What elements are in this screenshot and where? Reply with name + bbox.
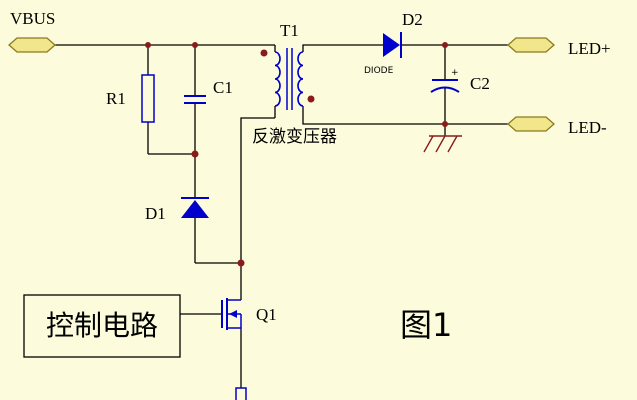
figure-title: 图1 <box>400 306 452 344</box>
ground-symbol <box>423 135 462 153</box>
wire-secondary-bottom <box>302 106 508 125</box>
mosfet-arrow <box>229 310 237 318</box>
wires <box>55 44 508 388</box>
diode-d1-triangle <box>181 200 209 218</box>
junction-drain <box>237 259 245 267</box>
port-vbus-shape <box>8 37 56 53</box>
port-led-plus-shape <box>507 37 555 53</box>
port-led-minus-label: LED- <box>568 118 607 137</box>
transformer-primary-dot <box>260 49 268 57</box>
diode-d2: D2 DIODE <box>364 10 423 76</box>
junction-r1-top <box>145 42 151 48</box>
control-circuit-block: 控制电路 <box>23 294 181 358</box>
mosfet-q1-label: Q1 <box>256 305 277 324</box>
transformer-secondary-coil <box>297 51 304 107</box>
transformer-primary-coil <box>274 51 281 107</box>
junction-c2-bottom <box>442 121 448 127</box>
port-vbus-label: VBUS <box>10 9 55 28</box>
ground-hatch-2 <box>435 135 446 153</box>
capacitor-c2-label: C2 <box>470 74 490 93</box>
wire-secondary-top <box>302 44 383 52</box>
diode-d1: D1 <box>145 197 209 223</box>
ground-hatch-1 <box>423 135 434 153</box>
port-vbus: VBUS <box>8 9 56 53</box>
port-led-minus-shape <box>507 116 555 132</box>
control-circuit-box <box>23 294 181 358</box>
junction-r1-c1 <box>191 150 199 158</box>
port-led-plus: LED+ <box>507 37 611 58</box>
capacitor-c2-polarity: + <box>451 68 459 78</box>
capacitor-c1-label: C1 <box>213 78 233 97</box>
control-circuit-label: 控制电路 <box>46 309 158 342</box>
wire-primary-to-drain <box>240 117 275 300</box>
junction-c1-top <box>192 42 198 48</box>
diode-d2-triangle <box>383 33 400 57</box>
resistor-r1-label: R1 <box>106 89 126 108</box>
diode-d1-label: D1 <box>145 204 166 223</box>
capacitor-c2: + C2 <box>430 68 490 93</box>
ground-hatch-3 <box>447 135 458 153</box>
port-led-minus: LED- <box>507 116 607 137</box>
capacitor-c2-plate-bottom <box>430 86 460 93</box>
transformer-t1-label: T1 <box>280 21 299 40</box>
resistor-r1: R1 <box>106 74 155 123</box>
junctions <box>145 42 448 267</box>
transformer-t1: T1 反激变压器 <box>252 21 337 147</box>
transformer-secondary-dot <box>307 95 315 103</box>
resistor-r1-body <box>141 74 155 123</box>
mosfet-q1: Q1 <box>221 298 277 330</box>
transformer-name-label: 反激变压器 <box>252 127 337 147</box>
diode-d2-type-label: DIODE <box>364 66 394 76</box>
diode-d2-label: D2 <box>402 10 423 29</box>
source-resistor-partial <box>235 387 247 400</box>
port-led-plus-label: LED+ <box>568 39 611 58</box>
junction-c2-top <box>442 42 448 48</box>
capacitor-c1 <box>184 95 206 104</box>
